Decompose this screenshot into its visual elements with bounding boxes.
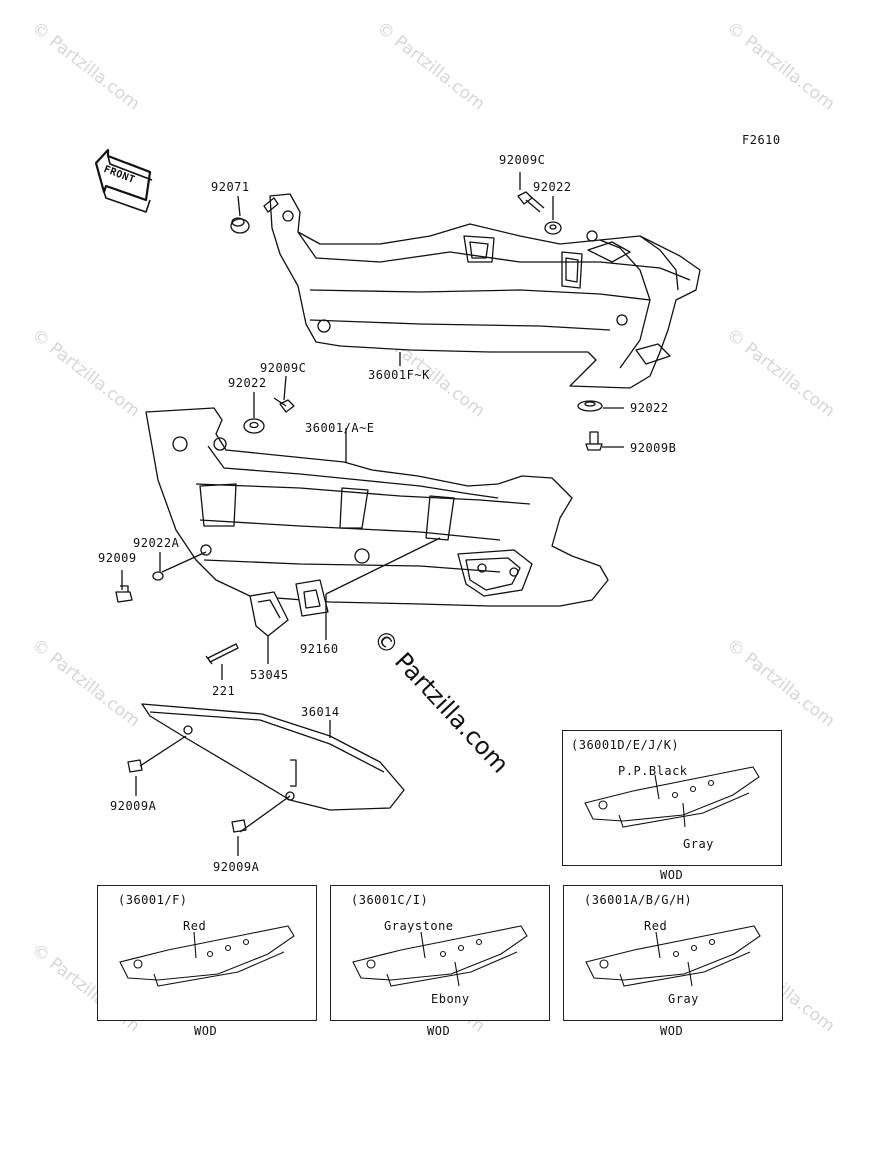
color-box-36001-F: (36001/F) Red: [97, 885, 317, 1021]
figure-code: F2610: [742, 133, 781, 147]
color-top-label: Red: [183, 919, 207, 933]
color-box-footer: WOD: [660, 868, 684, 882]
part-label-92022-mid: 92022: [228, 376, 267, 390]
cover-36014-drawing: [141, 703, 405, 811]
rubber-92160-icon: [295, 579, 329, 617]
bolt-92009C-mid-icon: [273, 397, 295, 413]
grommet-92071-icon: [230, 197, 279, 234]
color-box-36001C-I: (36001C/I) Graystone Ebony: [330, 885, 550, 1021]
color-box-title: (36001/F): [118, 893, 188, 907]
mini-cover-drawing: [584, 766, 760, 828]
part-label-53045: 53045: [250, 668, 289, 682]
bolt-92009-icon: [115, 585, 133, 603]
washer-92022-right-icon: [577, 400, 603, 412]
color-bottom-label: Gray: [668, 992, 699, 1006]
color-top-label: Red: [644, 919, 668, 933]
color-top-label: Graystone: [384, 919, 454, 933]
color-box-footer: WOD: [660, 1024, 684, 1038]
part-label-92160: 92160: [300, 642, 339, 656]
color-box-footer: WOD: [427, 1024, 451, 1038]
part-label-36001-A-E: 36001/A~E: [305, 421, 375, 435]
bolt-92009A-2-icon: [231, 819, 247, 833]
color-box-36001D-E-J-K: (36001D/E/J/K) P.P.Black Gray: [562, 730, 782, 866]
bolt-92009C-top-icon: [517, 191, 545, 213]
nut-92022A-icon: [152, 571, 164, 581]
mini-cover-drawing: [352, 925, 528, 987]
bolt-92009B-icon: [585, 431, 603, 451]
part-label-36001F-K: 36001F~K: [368, 368, 430, 382]
part-label-92009C-top: 92009C: [499, 153, 546, 167]
screw-221-icon: [205, 643, 239, 665]
bracket-53045-icon: [249, 591, 289, 637]
washer-92022-top-icon: [544, 221, 562, 235]
mini-cover-drawing: [585, 925, 761, 987]
part-label-36014: 36014: [301, 705, 340, 719]
part-label-92009A-2: 92009A: [213, 860, 260, 874]
color-bottom-label: Ebony: [431, 992, 470, 1006]
washer-92022-mid-icon: [243, 418, 265, 434]
upper-side-cover-drawing: [269, 193, 701, 389]
part-label-92071: 92071: [211, 180, 250, 194]
color-box-title: (36001A/B/G/H): [584, 893, 693, 907]
bolt-92009A-1-icon: [127, 759, 143, 773]
color-bottom-label: Gray: [683, 837, 714, 851]
front-arrow-icon: [94, 148, 153, 213]
color-box-36001A-B-G-H: (36001A/B/G/H) Red Gray: [563, 885, 783, 1021]
color-box-footer: WOD: [194, 1024, 218, 1038]
part-label-92009A-1: 92009A: [110, 799, 157, 813]
part-label-92022A: 92022A: [133, 536, 180, 550]
part-label-92009: 92009: [98, 551, 137, 565]
part-label-92009B: 92009B: [630, 441, 677, 455]
part-label-92009C-mid: 92009C: [260, 361, 307, 375]
color-top-label: P.P.Black: [618, 764, 688, 778]
part-label-221: 221: [212, 684, 236, 698]
part-label-92022-right: 92022: [630, 401, 669, 415]
mini-cover-drawing: [119, 925, 295, 987]
lower-side-cover-drawing: [145, 407, 609, 607]
color-box-title: (36001D/E/J/K): [571, 738, 680, 752]
part-label-92022-top: 92022: [533, 180, 572, 194]
color-box-title: (36001C/I): [351, 893, 429, 907]
